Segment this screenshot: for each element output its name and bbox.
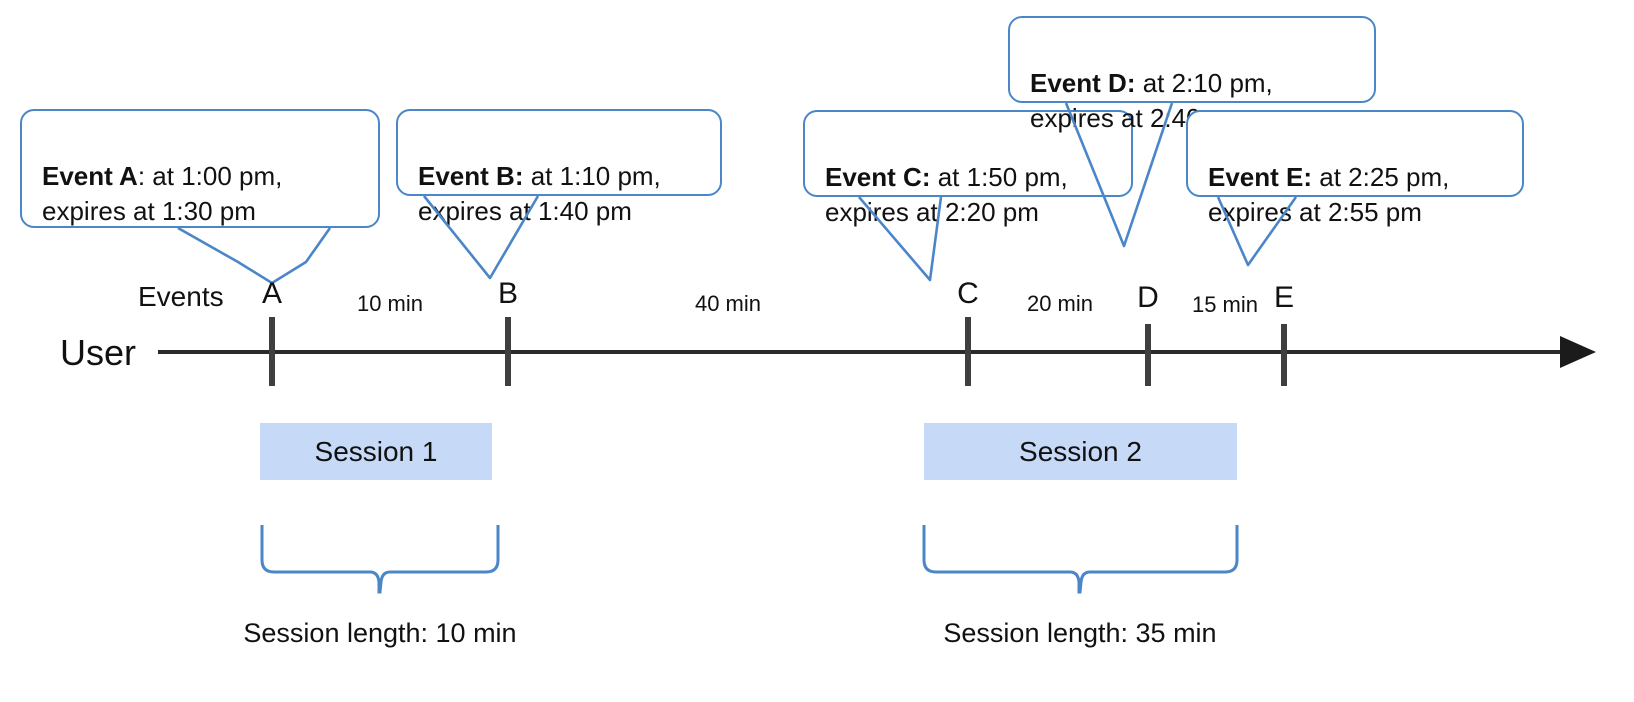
session-1-brace: [260, 525, 500, 594]
event-marker-label-b: B: [497, 277, 518, 310]
session-2-length-label: Session length: 35 min: [943, 618, 1217, 648]
callout-tail-a: [177, 226, 332, 285]
callout-tail-d: [1064, 102, 1174, 248]
callout-event-b-expiry: expires at 1:40 pm: [418, 196, 632, 226]
callout-event-a-time: at 1:00 pm,: [152, 161, 283, 191]
callout-event-d: Event D: at 2:10 pm,expires at 2:40 pm: [1008, 16, 1376, 133]
callout-event-a-sep: :: [137, 161, 153, 191]
callout-event-b-time: at 1:10 pm,: [530, 161, 661, 191]
callout-event-e: Event E: at 2:25 pm, expires at 2:55 pm: [1186, 110, 1524, 227]
events-row-label: Events: [138, 281, 224, 312]
session-1-length-label: Session length: 10 min: [243, 618, 517, 648]
session-bar-2: Session 2: [924, 423, 1237, 480]
callout-event-a-text: Event A: at 1:00 pm, expires at 1:30 pm: [42, 124, 364, 229]
callout-tail-b: [422, 195, 540, 280]
session-bar-1-label: Session 1: [314, 435, 438, 467]
gap-label-c-d: 20 min: [1026, 291, 1094, 316]
callout-event-c-sep: :: [921, 162, 938, 192]
callout-event-e-sep: :: [1303, 162, 1320, 192]
session-2-brace: [922, 525, 1239, 594]
callout-event-a-expiry: expires at 1:30 pm: [42, 196, 256, 226]
event-marker-label-a: A: [261, 277, 282, 310]
callout-event-d-time: at 2:10 pm,: [1142, 68, 1273, 98]
gap-label-b-c: 40 min: [694, 291, 762, 316]
gap-label-a-b: 10 min: [356, 291, 424, 316]
user-axis-label: User: [60, 332, 137, 373]
callout-event-c-text: Event C: at 1:50 pm, expires at 2:20 pm: [825, 125, 1117, 230]
gap-label-d-e: 15 min: [1191, 292, 1259, 317]
callout-event-d-name: Event D: [1030, 68, 1127, 98]
callout-event-b: Event B: at 1:10 pm, expires at 1:40 pm: [396, 109, 722, 226]
callout-event-a-name: Event A: [42, 161, 138, 191]
event-marker-label-d: D: [1137, 281, 1159, 314]
callout-event-c-time: at 1:50 pm,: [937, 162, 1068, 192]
event-marker-label-c: C: [957, 277, 979, 310]
callout-event-e-expiry: expires at 2:55 pm: [1208, 197, 1422, 227]
callout-event-c-name: Event C: [825, 162, 922, 192]
callout-event-c: Event C: at 1:50 pm, expires at 2:20 pm: [803, 110, 1133, 227]
callout-event-e-text: Event E: at 2:25 pm, expires at 2:55 pm: [1208, 125, 1508, 230]
callout-tail-e: [1216, 196, 1298, 267]
callout-event-d-sep: :: [1126, 68, 1143, 98]
callout-event-b-text: Event B: at 1:10 pm, expires at 1:40 pm: [418, 124, 706, 229]
callout-event-b-sep: :: [514, 161, 531, 191]
callout-event-e-name: Event E: [1208, 162, 1304, 192]
session-bar-2-label: Session 2: [1019, 435, 1142, 467]
callout-tail-c: [858, 196, 943, 282]
session-bar-1: Session 1: [260, 423, 492, 480]
callout-event-a: Event A: at 1:00 pm, expires at 1:30 pm: [20, 109, 380, 228]
callout-event-e-time: at 2:25 pm,: [1319, 162, 1450, 192]
callout-event-c-expiry: expires at 2:20 pm: [825, 197, 1039, 227]
callout-event-b-name: Event B: [418, 161, 515, 191]
event-marker-label-e: E: [1273, 281, 1294, 314]
timeline-axis-arrowhead: [1560, 336, 1596, 368]
